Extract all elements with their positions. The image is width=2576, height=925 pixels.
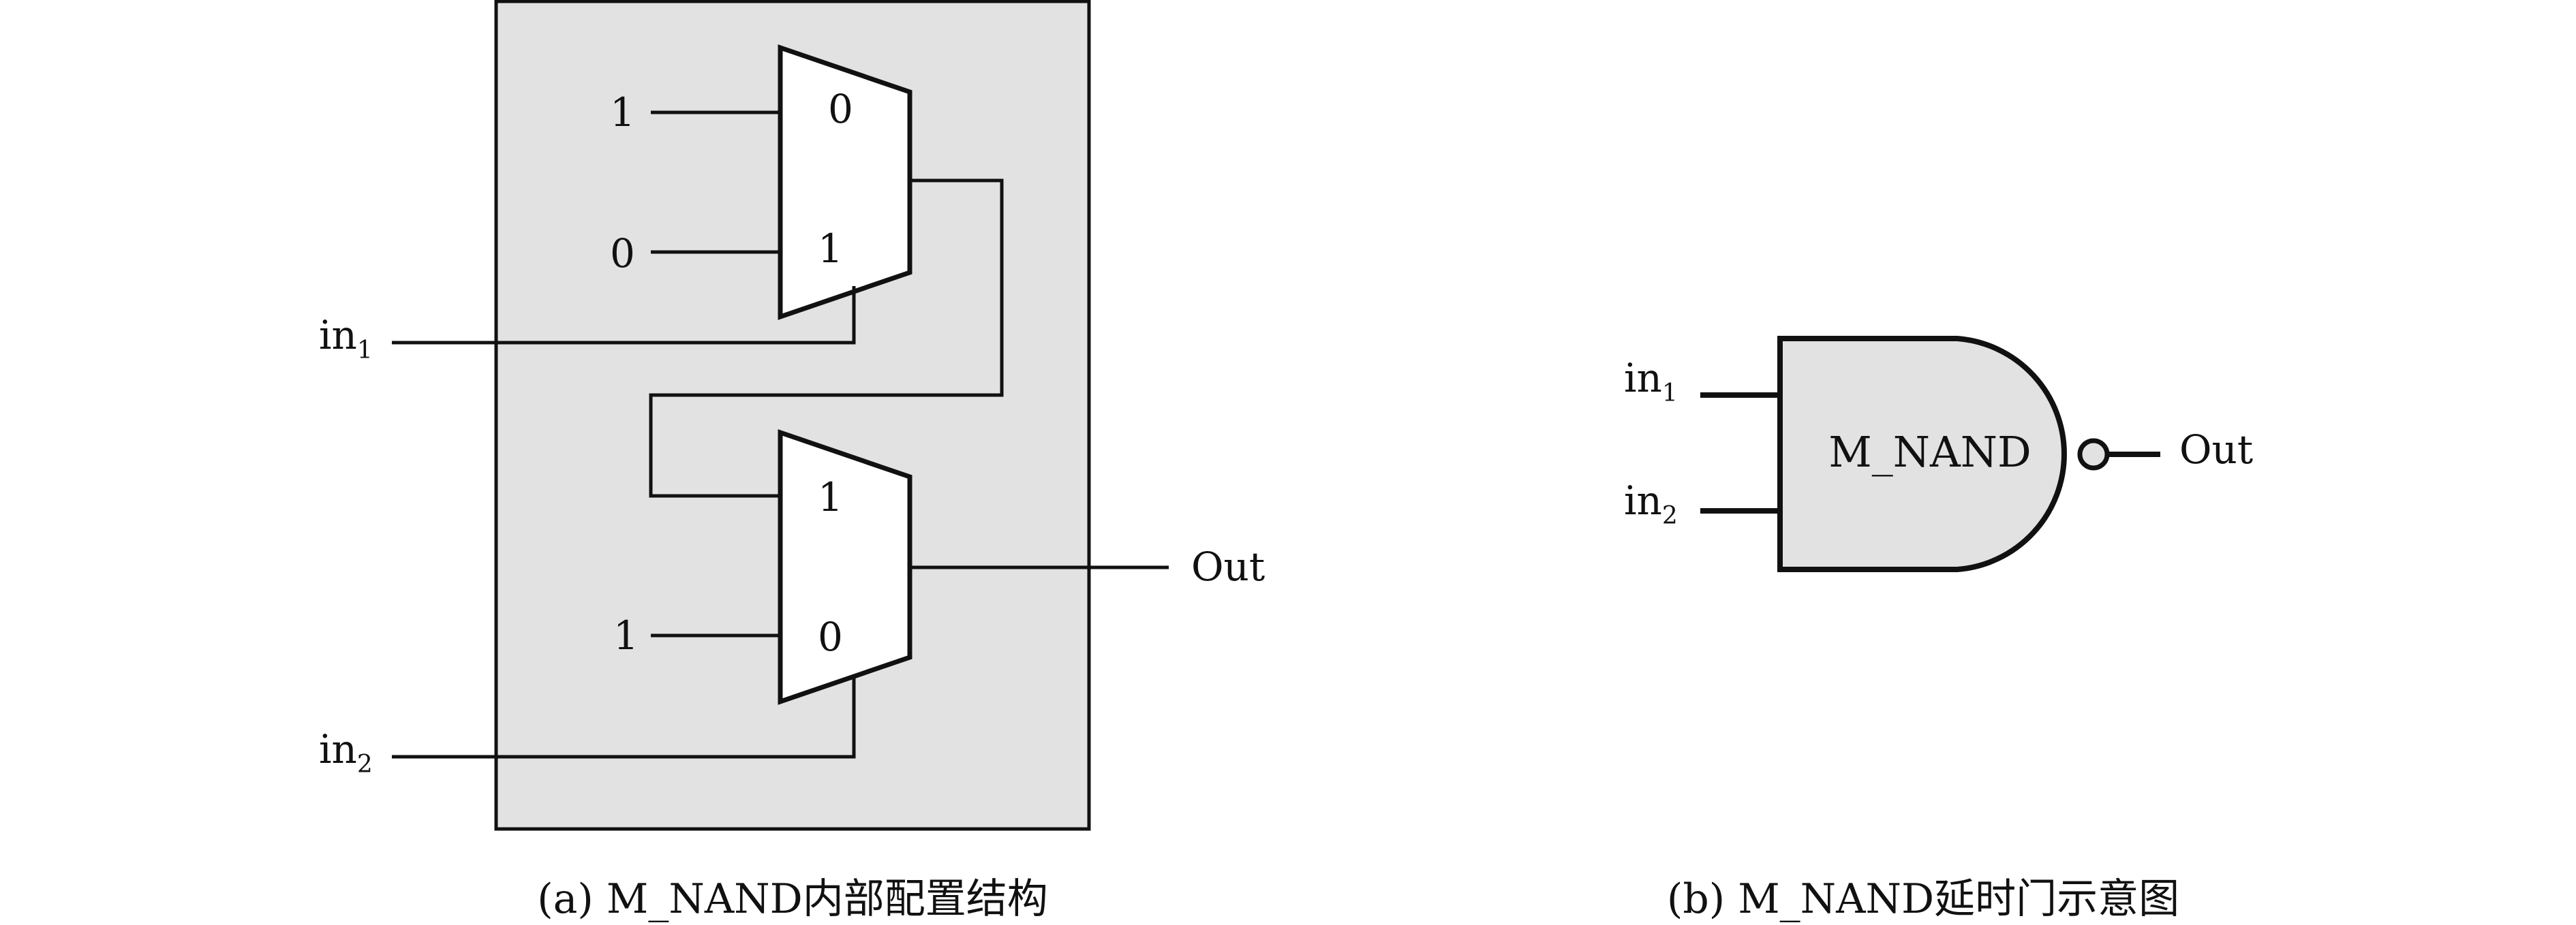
output-label: Out <box>1191 544 1265 590</box>
gate-output-label: Out <box>2179 426 2253 473</box>
mux-top-body <box>778 44 913 320</box>
mux-bottom-body <box>778 429 913 705</box>
mux-bottom-input-0-label: 0 <box>818 614 843 660</box>
mux-bottom-input-1-label: 1 <box>818 474 843 520</box>
gate-label: M_NAND <box>1828 427 2031 477</box>
const-top0-label: 1 <box>610 89 635 136</box>
wire-in2-select <box>392 678 856 759</box>
gate-in1-label: in1 <box>1624 355 1678 407</box>
const-bottom0-label: 1 <box>613 612 639 659</box>
const-top1-label: 0 <box>610 230 635 277</box>
panel-a: 0 1 1 0 in1 1 0 1 in2 Out <box>319 0 1265 923</box>
mux-top-input-1-label: 1 <box>818 225 843 272</box>
gate-in2-label: in2 <box>1624 477 1678 530</box>
mux-top: 0 1 <box>778 44 913 320</box>
inversion-bubble <box>2077 438 2110 471</box>
caption-b: (b) M_NAND延时门示意图 <box>1667 875 2179 923</box>
panel-b: M_NAND in1 in2 Out (b) M_NAND延时门示意图 <box>1624 336 2253 923</box>
in2-label: in2 <box>319 726 373 779</box>
nand-gate-body <box>1777 336 2067 572</box>
mux-bottom: 1 0 <box>778 429 913 705</box>
wire-mux-top-to-mux-bottom <box>649 178 1004 498</box>
caption-a: (a) M_NAND内部配置结构 <box>537 875 1048 923</box>
wire-in1-select <box>392 286 856 345</box>
mux-top-input-0-label: 0 <box>828 86 853 132</box>
in1-label: in1 <box>319 312 373 364</box>
